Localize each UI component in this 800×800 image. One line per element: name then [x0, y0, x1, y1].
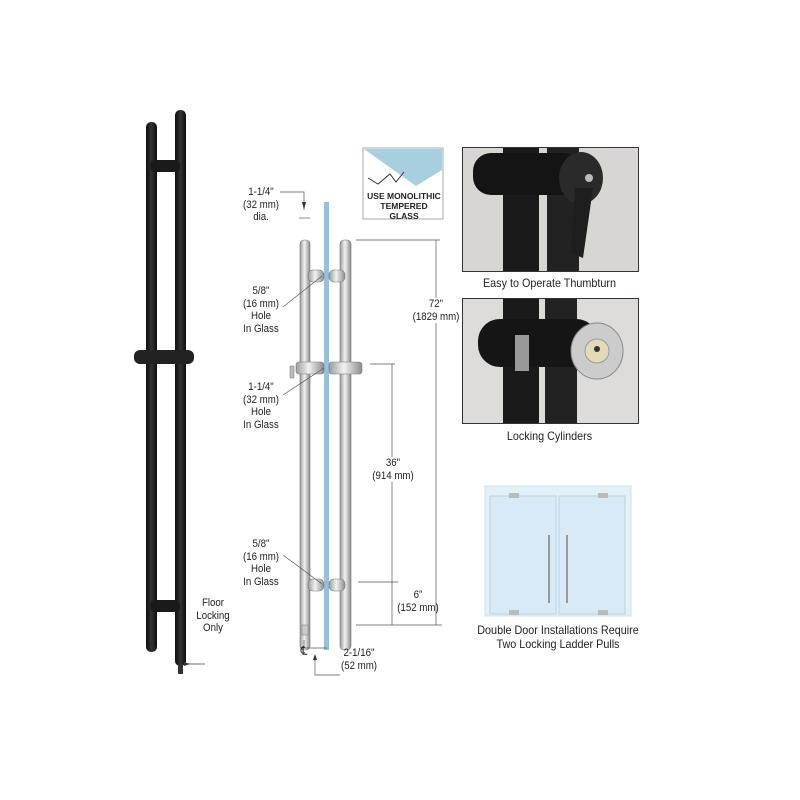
dimension-text: Hole: [251, 406, 271, 418]
thumbturn-photo: [462, 147, 639, 272]
keyhole-icon: [585, 174, 593, 182]
bottom-offset-label: 6"(152 mm): [396, 589, 440, 614]
dimension-text: (32 mm): [242, 393, 280, 406]
dimension-text: 2-1/16": [343, 647, 375, 659]
dimension-text: Floor: [201, 597, 225, 609]
cylinders-caption: Locking Cylinders: [506, 429, 593, 443]
dimension-text: In Glass: [243, 575, 279, 588]
dimension-text: (52 mm): [340, 659, 378, 672]
dimension-text: (16 mm): [242, 297, 280, 310]
dimension-text: (914 mm): [372, 469, 414, 482]
dimension-text: Hole: [251, 563, 271, 575]
tempered-glass-badge: [362, 147, 444, 220]
dimension-text: Only: [203, 622, 223, 634]
dimension-text: 6": [413, 589, 423, 601]
thumbturn-caption: Easy to Operate Thumbturn: [482, 276, 617, 290]
dimension-text: In Glass: [243, 322, 279, 335]
double-door-caption: Double Door Installations Require Two Lo…: [452, 623, 664, 651]
dimension-text: Locking: [196, 609, 230, 622]
centerline-symbol: ℄: [300, 644, 308, 658]
dimension-text: In Glass: [243, 418, 279, 431]
glass-panel: [324, 202, 329, 650]
badge-text: USE MONOLITHIC TEMPERED GLASS: [367, 191, 441, 221]
black-ladder-pull: [134, 110, 194, 674]
double-door-caption-line-2: Two Locking Ladder Pulls: [496, 637, 620, 651]
dimension-text: dia.: [253, 211, 269, 223]
double-door-caption-line-1: Double Door Installations Require: [477, 623, 639, 637]
dimension-text: 72": [428, 298, 444, 310]
dimension-text: 5/8": [252, 538, 270, 550]
tube-diameter-label: 1-1/4"(32 mm)dia.: [241, 186, 281, 224]
dimension-text: (16 mm): [242, 550, 280, 563]
dimension-text: Hole: [251, 310, 271, 322]
dimension-text: 5/8": [252, 285, 270, 297]
steel-ladder-pull: [289, 239, 363, 651]
lock-cylinder-icon: [594, 346, 600, 352]
dimension-text: (152 mm): [397, 601, 439, 614]
dimension-text: 36": [385, 457, 401, 469]
center-span-label: 36"(914 mm): [371, 457, 415, 482]
projection-label: 2-1/16"(52 mm): [339, 647, 379, 672]
dimension-text: 1-1/4": [248, 186, 274, 198]
badge-line-1: USE MONOLITHIC: [367, 191, 441, 201]
glass-icon: [367, 171, 405, 185]
double-door-illustration: [484, 485, 632, 617]
locking-cylinder-photo: [462, 298, 639, 424]
overall-height-label: 72"(1829 mm): [404, 298, 468, 323]
badge-line-2: TEMPERED GLASS: [380, 201, 428, 221]
dimension-text: (32 mm): [242, 198, 280, 211]
dimension-text: (1829 mm): [412, 310, 460, 323]
dimension-text: 1-1/4": [248, 381, 274, 393]
